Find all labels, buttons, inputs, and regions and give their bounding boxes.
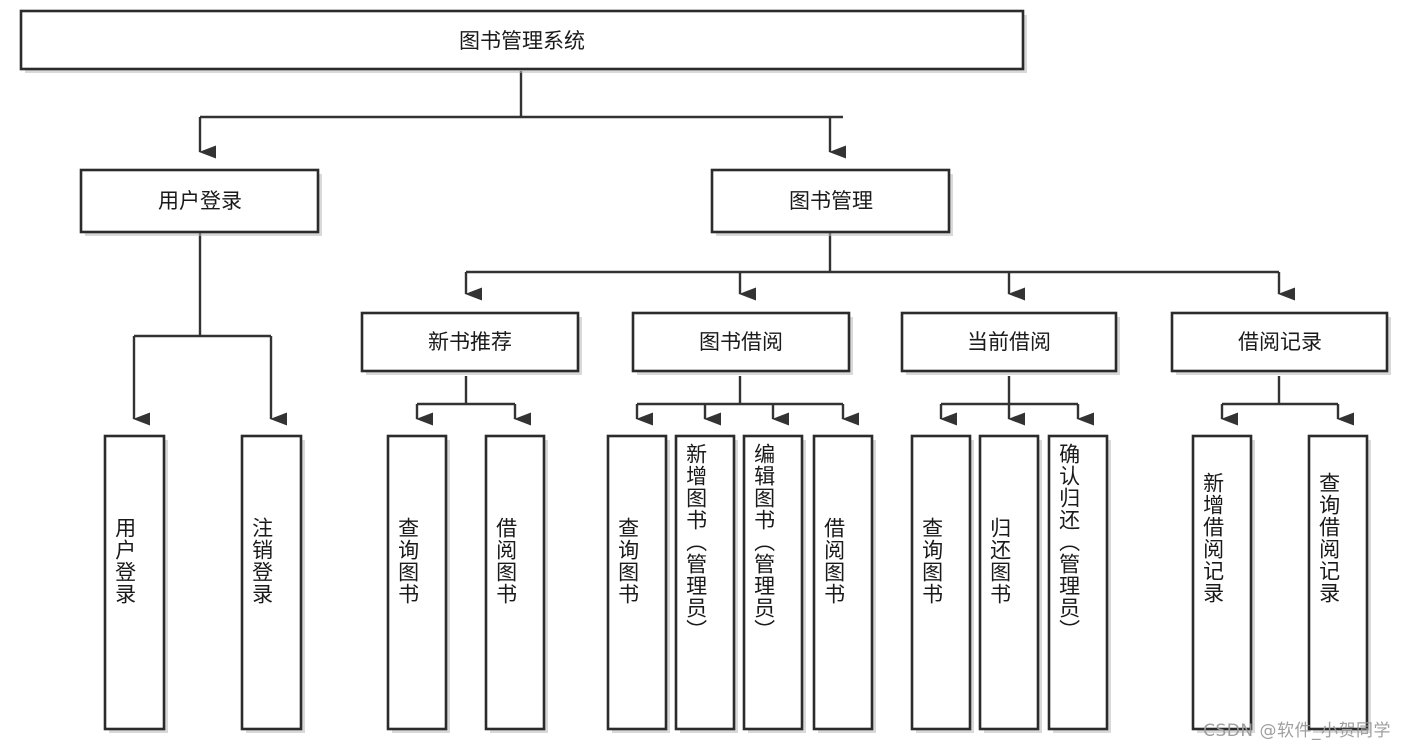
- connector-newbook-to-leaves: [415, 376, 531, 426]
- node-book-manage[interactable]: 图书管理: [710, 168, 953, 236]
- leaf-box-return-book[interactable]: [978, 434, 1042, 733]
- node-current-borrow-label: 当前借阅: [967, 330, 1051, 354]
- node-current-borrow[interactable]: 当前借阅: [900, 311, 1120, 375]
- node-borrow-record[interactable]: 借阅记录: [1170, 311, 1391, 375]
- leaf-box-edit-book[interactable]: [742, 434, 806, 733]
- leaf-box-user-login[interactable]: [103, 434, 168, 733]
- node-new-book-recommend-label: 新书推荐: [428, 330, 512, 354]
- leaf-box-borrow-book-1[interactable]: [484, 434, 548, 733]
- node-book-manage-label: 图书管理: [789, 189, 873, 213]
- node-root[interactable]: 图书管理系统: [19, 9, 1027, 73]
- leaf-box-query-book-1[interactable]: [386, 434, 450, 733]
- leaf-box-add-book[interactable]: [674, 434, 738, 733]
- connector-bookmanage-to-level3: [464, 233, 1295, 301]
- leaf-box-query-book-3[interactable]: [910, 434, 974, 733]
- leaf-box-borrow-book-2[interactable]: [812, 434, 876, 733]
- leaf-box-confirm-return[interactable]: [1047, 434, 1111, 733]
- node-new-book-recommend[interactable]: 新书推荐: [360, 311, 582, 375]
- connector-root-to-level2: [198, 71, 846, 159]
- node-root-label: 图书管理系统: [459, 29, 585, 53]
- connector-currentborrow-to-leaves: [939, 376, 1094, 426]
- connector-borrowrecord-to-leaves: [1220, 376, 1354, 426]
- node-user-login[interactable]: 用户登录: [79, 168, 322, 236]
- connector-bookborrow-to-leaves: [635, 376, 859, 426]
- watermark-text: CSDN @软件_小贺同学: [1203, 721, 1391, 741]
- leaf-box-query-book-2[interactable]: [606, 434, 670, 733]
- node-user-login-label: 用户登录: [158, 189, 242, 213]
- connector-userlogin-to-leaves: [132, 233, 287, 426]
- node-borrow-record-label: 借阅记录: [1238, 330, 1322, 354]
- leaf-box-add-record[interactable]: [1191, 434, 1255, 733]
- node-book-borrow[interactable]: 图书借阅: [631, 311, 853, 375]
- leaf-box-query-record[interactable]: [1307, 434, 1371, 733]
- node-book-borrow-label: 图书借阅: [699, 330, 783, 354]
- leaf-box-user-logout[interactable]: [240, 434, 305, 733]
